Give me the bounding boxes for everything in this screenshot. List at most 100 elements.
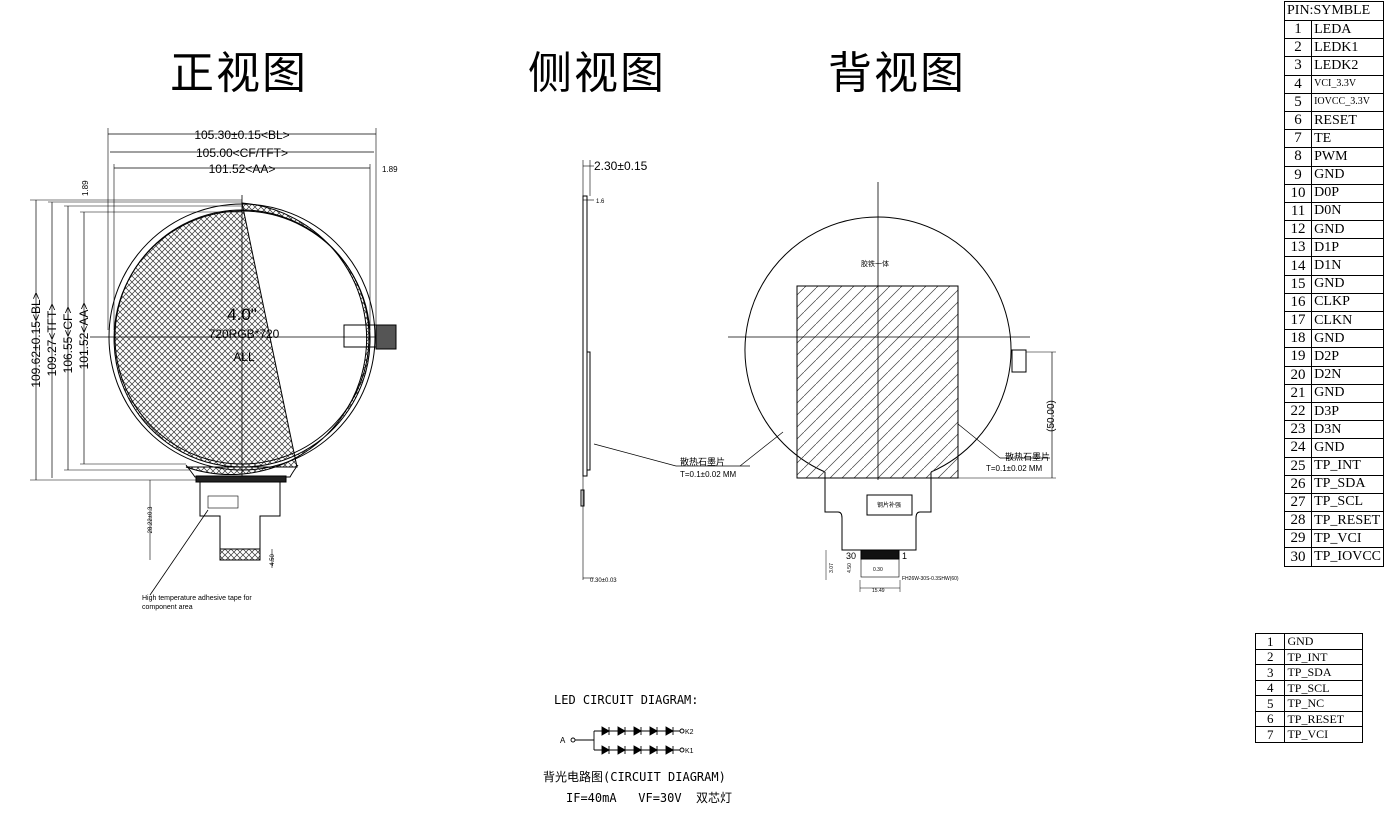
tp-pin-number: 7 [1254,726,1286,743]
pin-symbol: TP_SCL [1311,492,1384,513]
tp-pin-symbol: TP_INT [1284,648,1363,665]
front-fpc-ic [207,495,239,509]
tp-pin-number: 1 [1254,633,1286,650]
back-dim-50-label: (50.00) [1046,400,1057,432]
front-fpc-dim: 28.22±0.3 [148,506,154,533]
pin-number: 11 [1283,201,1313,222]
pin-symbol: GND [1311,438,1384,458]
led-title: LED CIRCUIT DIAGRAM: [554,693,699,707]
pin-symbol: D1N [1311,256,1384,276]
front-view-dir: ALL [233,350,255,364]
pin-symbol: D0P [1311,183,1384,203]
pin-number: 5 [1283,92,1313,112]
back-dim-d: 15.49 [872,588,885,594]
pin-symbol: TP_RESET [1311,511,1384,531]
front-view-title: 正视图 [170,48,308,99]
pin-number: 8 [1283,147,1313,167]
tape-leader [149,509,209,596]
pin-number: 25 [1283,456,1313,476]
pin-symbol: TP_SDA [1311,474,1384,494]
side-body [582,195,588,477]
side-view [580,160,750,580]
tp-pin-number: 5 [1254,695,1286,712]
diode-row-bottom [601,745,674,755]
tp-pin-number: 6 [1254,710,1286,727]
front-dim-margin-r: 1.89 [382,165,398,174]
side-graphite-t: T=0.1±0.02 MM [680,470,737,479]
pin-symbol: GND [1311,165,1384,185]
drawing-canvas: 105.30±0.15<BL> 105.00<CF/TFT> 101.52<AA… [29,128,1057,755]
back-dim-a: 3.07 [829,563,835,573]
pin-number: 14 [1283,256,1313,276]
pin-symbol: RESET [1311,110,1384,131]
diode-row-top [601,726,674,736]
back-graphite-t: T=0.1±0.02 MM [986,464,1043,473]
back-conn-note: FH26W-30S-0.3SHW(60) [902,576,959,582]
tp-pin-number: 2 [1254,648,1286,665]
pin-symbol: D0N [1311,201,1384,222]
pin-number: 10 [1283,183,1313,203]
back-side-leader [739,431,784,467]
pin-symbol: CLKN [1311,310,1384,331]
side-graphite-leader [593,443,677,467]
front-resolution: 720RGB*720 [209,327,280,341]
tp-pin-symbol: TP_SDA [1284,664,1363,681]
front-fpc-tail: 4.50 [270,554,276,566]
pin-number: 20 [1283,365,1313,385]
pin-table-header: PIN:SYMBLE [1284,1,1384,21]
pin-number: 17 [1283,310,1313,331]
pin-number: 28 [1283,511,1313,531]
side-thickness: 2.30±0.15 [594,159,648,173]
tp-pin-symbol: TP_NC [1284,695,1363,712]
pin-number: 27 [1283,492,1313,513]
led-k1: K1 [685,748,694,755]
back-stiffener-label: 钢片补强 [877,501,901,509]
pin-number: 16 [1283,292,1313,313]
front-view [30,128,397,596]
tp-pin-symbol: TP_SCL [1284,679,1363,696]
pin-symbol: VCI_3.3V [1311,74,1384,94]
back-connector [860,549,900,560]
front-side-tab-dark [375,324,397,350]
back-view-title: 背视图 [828,48,966,99]
pin-symbol: TP_IOVCC [1311,547,1384,567]
front-dim-cf-h: 106.55<CF> [61,307,75,374]
pin-symbol: D3P [1311,401,1384,422]
pin-number: 23 [1283,420,1313,440]
pin-number: 21 [1283,383,1313,403]
pin-symbol: GND [1311,329,1384,349]
pin-symbol: D2P [1311,347,1384,367]
pin-number: 6 [1283,110,1313,131]
tp-pin-number: 3 [1254,664,1286,681]
led-k2: K2 [685,729,694,736]
pin-number: 7 [1283,129,1313,149]
pin-number: 15 [1283,274,1313,294]
back-tab [1011,349,1027,373]
front-dim-tft-h: 109.27<TFT> [45,304,59,377]
pin-symbol: GND [1311,220,1384,240]
front-dim-aa-w: 101.52<AA> [209,162,276,176]
tape-note-2: component area [142,604,193,611]
front-fpc-contacts [219,548,261,561]
back-graphite-sheet [796,285,959,479]
pin-symbol: CLKP [1311,292,1384,313]
back-pin-30: 30 [846,551,856,561]
